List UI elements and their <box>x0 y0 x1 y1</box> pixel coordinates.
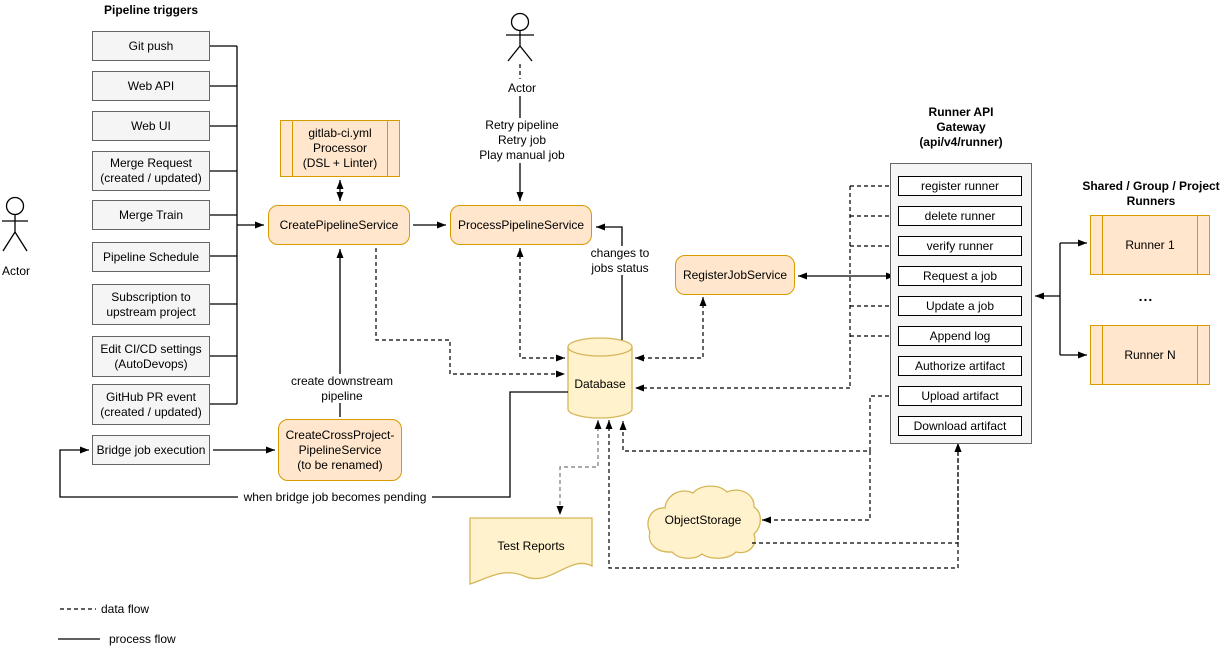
process-flow-connectors <box>58 45 1087 640</box>
connector-trigger-stubs <box>210 45 237 405</box>
create-pipeline-service-box[interactable]: CreatePipelineService <box>268 205 410 245</box>
trigger-edit-cicd[interactable]: Edit CI/CD settings (AutoDevops) <box>92 336 210 377</box>
endpoint-delete-runner[interactable]: delete runner <box>898 206 1022 226</box>
endpoint-download-artifact[interactable]: Download artifact <box>898 416 1022 436</box>
connector-objectstorage-to-download <box>752 443 962 544</box>
endpoint-update-a-job[interactable]: Update a job <box>898 296 1022 316</box>
connector-gateway-stubs <box>850 185 896 337</box>
shared-runners-title: Shared / Group / Project Runners <box>1082 179 1220 208</box>
runner-1-label: Runner 1 <box>1125 237 1175 252</box>
edge-label-when-bridge-job-pending: when bridge job becomes pending <box>238 490 432 505</box>
create-cross-project-pipeline-service-box[interactable]: CreateCrossProject- PipelineService (to … <box>278 419 402 481</box>
object-storage-cloud <box>647 485 762 559</box>
actor-top-label: Actor <box>498 81 546 95</box>
actor-left-label: Actor <box>1 263 30 278</box>
edge-label-changes-to-jobs-status: changes to jobs status <box>585 246 655 275</box>
trigger-subscription[interactable]: Subscription to upstream project <box>92 284 210 325</box>
gitlab-ci-yml-processor-box[interactable]: gitlab-ci.yml Processor (DSL + Linter) <box>280 120 400 177</box>
trigger-web-ui[interactable]: Web UI <box>92 111 210 141</box>
endpoint-verify-runner[interactable]: verify runner <box>898 236 1022 256</box>
trigger-git-push[interactable]: Git push <box>92 31 210 61</box>
connector-upload-to-objectstorage <box>762 451 871 524</box>
legend-data-flow-label: data flow <box>101 602 150 616</box>
runner-n-box[interactable]: Runner N <box>1090 325 1210 385</box>
data-flow-connectors <box>60 185 962 610</box>
component-bar-right <box>1197 216 1198 274</box>
pipeline-triggers-title: Pipeline triggers <box>103 2 199 17</box>
trigger-merge-train[interactable]: Merge Train <box>92 200 210 230</box>
endpoint-authorize-artifact[interactable]: Authorize artifact <box>898 356 1022 376</box>
object-storage-label: ObjectStorage <box>664 512 742 527</box>
runner-api-gateway-title: Runner API Gateway (api/v4/runner) <box>919 104 1003 149</box>
connector-registerjob-db <box>635 297 707 362</box>
runner-1-box[interactable]: Runner 1 <box>1090 215 1210 275</box>
component-bar-left <box>1102 326 1103 384</box>
actor-left-figure <box>2 196 28 252</box>
bridge-job-execution-box[interactable]: Bridge job execution <box>92 435 210 465</box>
connector-upload-to-db <box>619 395 896 452</box>
legend-process-flow-label: process flow <box>109 632 176 646</box>
edge-label-retry: Retry pipeline Retry job Play manual job <box>463 118 581 163</box>
process-pipeline-service-box[interactable]: ProcessPipelineService <box>450 205 592 245</box>
connector-db-download <box>605 420 962 569</box>
component-bar-left <box>292 121 293 176</box>
runners-ellipsis: ... <box>1138 288 1154 305</box>
edge-label-create-downstream-pipeline: create downstream pipeline <box>285 374 399 403</box>
connector-processpipeline-db <box>516 248 565 362</box>
database-cylinder <box>567 337 633 419</box>
connector-database-to-processpipeline-changes <box>596 223 623 340</box>
trigger-web-api[interactable]: Web API <box>92 71 210 101</box>
trigger-merge-request[interactable]: Merge Request (created / updated) <box>92 151 210 191</box>
trigger-github-pr[interactable]: GitHub PR event (created / updated) <box>92 384 210 425</box>
endpoint-append-log[interactable]: Append log <box>898 326 1022 346</box>
component-bar-left <box>1102 216 1103 274</box>
component-bar-right <box>1197 326 1198 384</box>
register-job-service-box[interactable]: RegisterJobService <box>675 255 795 295</box>
connector-createpipeline-to-db <box>375 248 565 378</box>
connector-db-testreports <box>556 420 602 515</box>
endpoint-request-a-job[interactable]: Request a job <box>898 266 1022 286</box>
endpoint-upload-artifact[interactable]: Upload artifact <box>898 386 1022 406</box>
actor-top-figure <box>506 12 534 79</box>
endpoint-register-runner[interactable]: register runner <box>898 176 1022 196</box>
database-label: Database <box>574 376 626 391</box>
runner-n-label: Runner N <box>1124 347 1176 362</box>
component-bar-right <box>387 121 388 176</box>
trigger-pipeline-schedule[interactable]: Pipeline Schedule <box>92 242 210 272</box>
processor-label: gitlab-ci.yml Processor (DSL + Linter) <box>302 126 378 170</box>
test-reports-document <box>469 517 593 585</box>
test-reports-label: Test Reports <box>497 538 565 553</box>
